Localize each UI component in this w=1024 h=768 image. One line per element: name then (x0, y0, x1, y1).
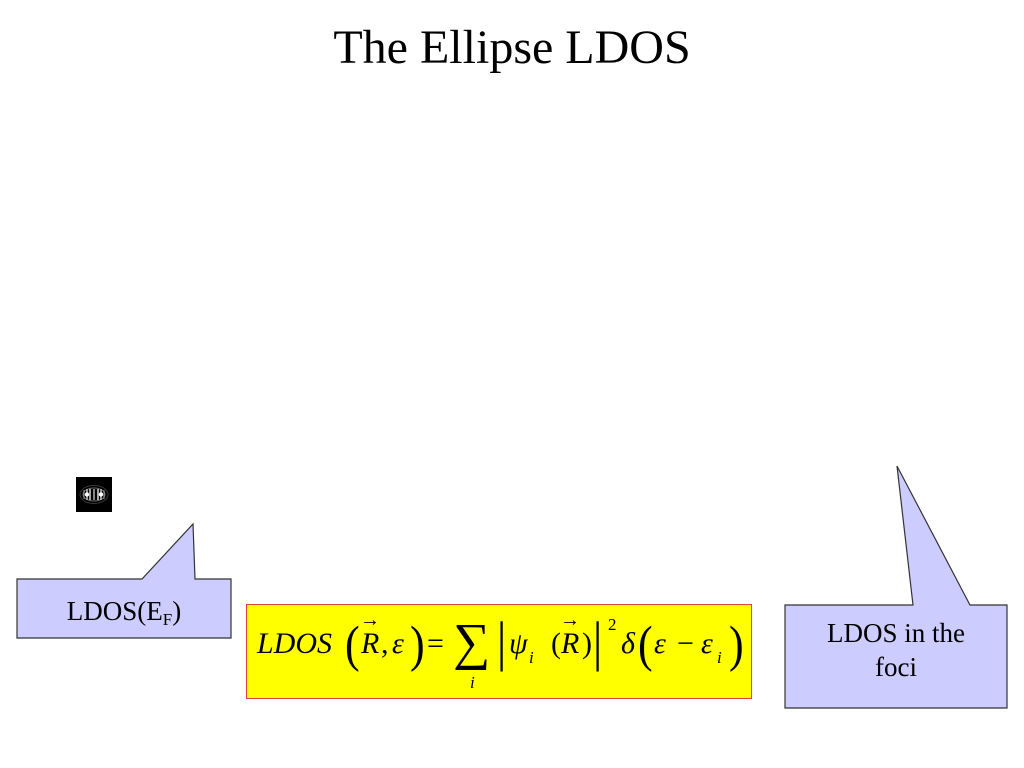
formula-open-paren: ( (345, 616, 360, 673)
formula-comma: , (381, 627, 389, 660)
inner-vector-arrow-icon: → (560, 609, 580, 631)
formula-inner-open-paren: ( (551, 627, 561, 660)
ellipse-ldos-thumbnail (76, 477, 112, 512)
formula-lhs: LDOS (257, 627, 333, 660)
ldos-ef-label: LDOS(E (66, 596, 163, 626)
vector-arrow-icon: → (360, 609, 380, 631)
formula-psi: ψ (509, 627, 528, 660)
ldos-foci-callout: LDOS in the foci (785, 616, 1007, 684)
delta-open-paren: ( (638, 616, 653, 673)
formula-power: 2 (608, 615, 617, 634)
formula-delta: δ (621, 627, 635, 660)
ldos-foci-line-1: LDOS in the (827, 618, 965, 648)
ldos-formula-box: LDOS ( → R , ε ) = ∑ i | ψ i ( → R ) | 2… (246, 604, 752, 699)
sum-icon: ∑ (453, 614, 491, 671)
formula-close-paren: ) (410, 616, 425, 673)
ldos-ef-close-paren: ) (172, 596, 182, 626)
ellipse-ldos-image (76, 477, 112, 512)
ldos-formula: LDOS ( → R , ε ) = ∑ i | ψ i ( → R ) | 2… (255, 609, 745, 695)
abs-bar-left: | (497, 610, 507, 673)
formula-vec-r: R (361, 627, 380, 660)
ldos-ef-callout-shape (16, 522, 232, 639)
slide-title: The Ellipse LDOS (333, 21, 691, 74)
ldos-foci-callout-shape (784, 465, 1008, 709)
delta-close-paren: ) (729, 616, 744, 673)
formula-epsilon: ε (392, 627, 404, 660)
formula-minus: − (677, 627, 694, 660)
formula-inner-close-paren: ) (582, 627, 592, 660)
ldos-ef-subscript: F (162, 610, 173, 629)
abs-bar-right: | (593, 610, 603, 673)
ldos-ef-callout: LDOS(EF) (17, 588, 231, 638)
ldos-foci-line-2: foci (875, 652, 917, 682)
formula-inner-vec-r: R (561, 627, 580, 660)
formula-epsilon-i: ε (701, 627, 713, 660)
psi-index: i (529, 648, 534, 667)
formula-delta-epsilon: ε (654, 627, 666, 660)
sum-index: i (470, 673, 475, 692)
epsilon-index: i (717, 648, 722, 667)
formula-equals: = (427, 627, 444, 660)
